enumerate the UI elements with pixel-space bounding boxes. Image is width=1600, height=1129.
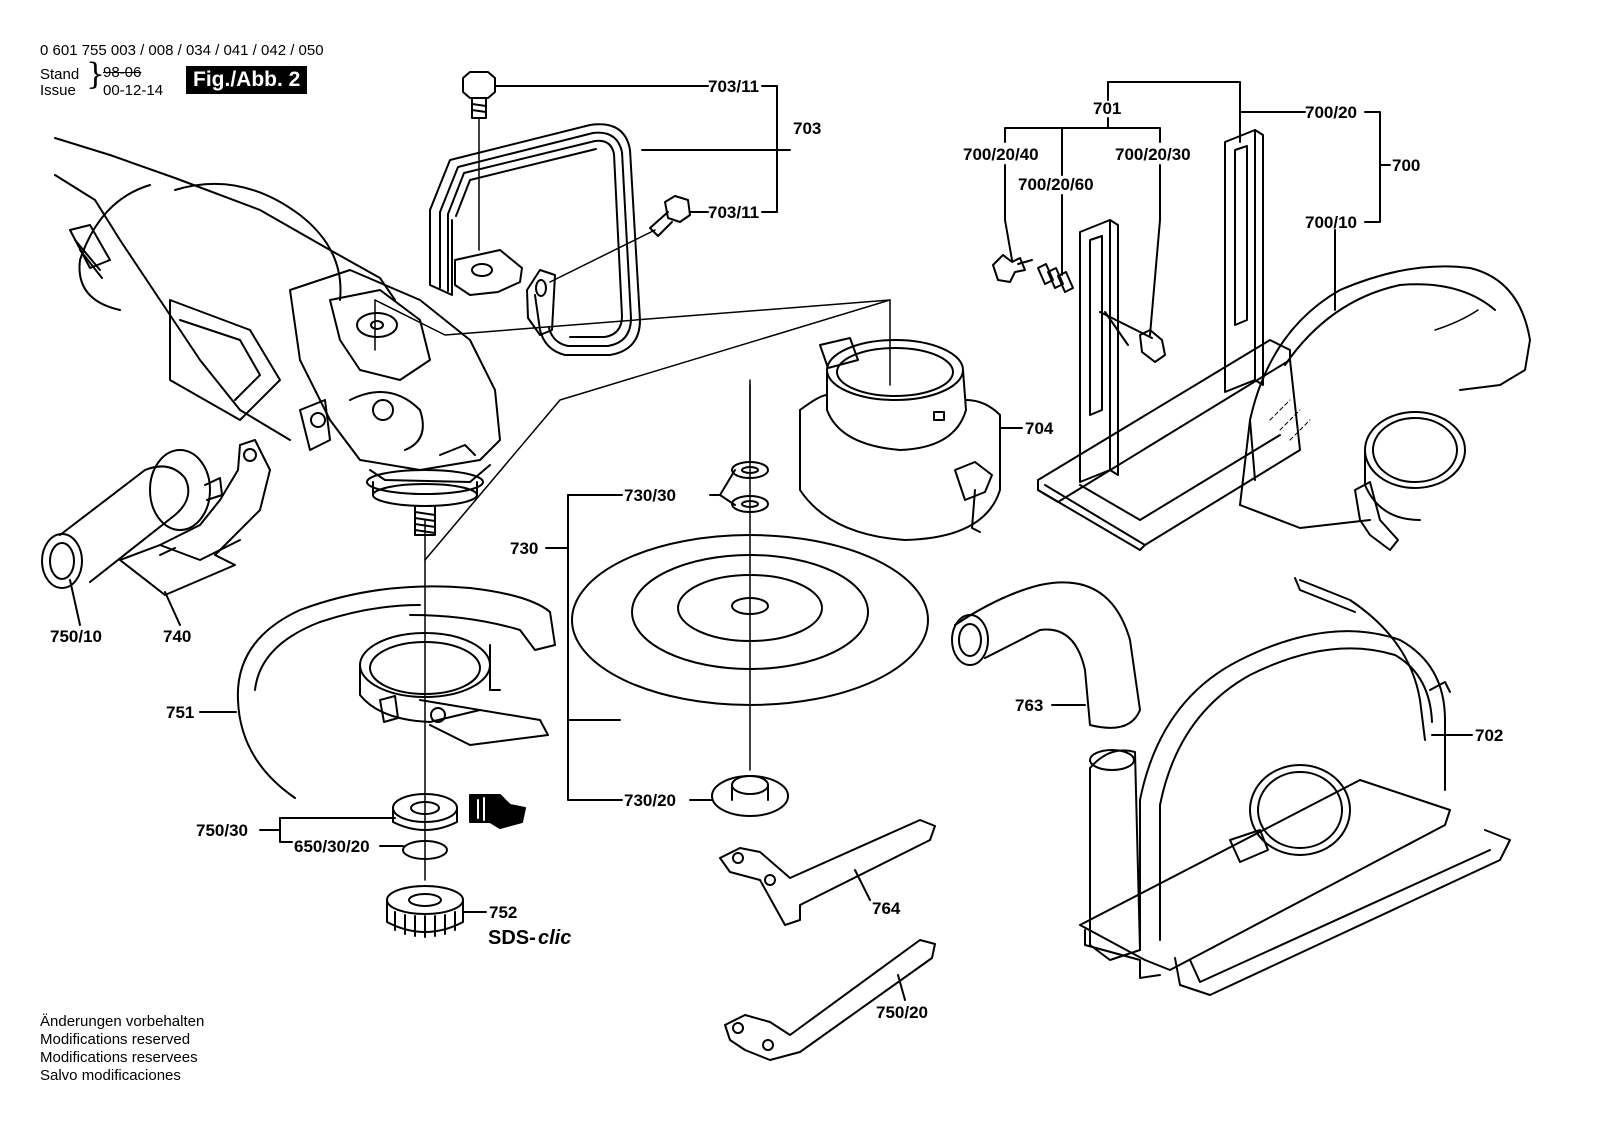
- callout-700-20: 700/20: [1305, 103, 1357, 122]
- figure-label: Fig./Abb. 2: [186, 66, 308, 94]
- callout-751: 751: [166, 703, 194, 722]
- callout-703: 703: [793, 119, 821, 138]
- footer-note-en: Modifications reserved: [40, 1031, 191, 1048]
- bolt-top-illustration: [462, 71, 496, 251]
- callout-700: 700: [1392, 156, 1420, 175]
- callout-700-20-30: 700/20/30: [1115, 145, 1191, 164]
- callout-750-10: 750/10: [50, 627, 102, 646]
- callout-764: 764: [872, 899, 901, 918]
- callout-703-11-top: 703/11: [708, 77, 759, 96]
- callout-750-20: 750/20: [876, 1003, 928, 1022]
- footer-note-de: Änderungen vorbehalten: [40, 1013, 205, 1030]
- flange-and-nut-illustration: [386, 519, 526, 938]
- callout-700-20-60: 700/20/60: [1018, 175, 1094, 194]
- callout-701: 701: [1093, 99, 1121, 118]
- callout-752: 752: [489, 903, 517, 922]
- stand-label: Stand: [40, 66, 80, 83]
- callout-650-30-20: 650/30/20: [294, 837, 370, 856]
- construction-line-top: [374, 299, 891, 336]
- issue-label: Issue: [40, 82, 76, 99]
- callout-700-20-40: 700/20/40: [963, 145, 1039, 164]
- issue-date: 00-12-14: [103, 82, 164, 99]
- footer-notes: Änderungen vorbehalten Modifications res…: [40, 1013, 204, 1085]
- sds-brand-text: SDS-: [488, 927, 536, 949]
- callout-730: 730: [510, 539, 538, 558]
- suction-hose-illustration: [951, 581, 1141, 729]
- callout-labels: 703/11 703 703/11 701 700/20 700 700/20/…: [50, 77, 1503, 1022]
- callout-leaders: [69, 81, 1473, 1001]
- stand-date: 98-06: [103, 64, 142, 81]
- spanner-750-20-illustration: [724, 939, 936, 1061]
- callout-702: 702: [1475, 726, 1503, 745]
- callout-703-11-bottom: 703/11: [708, 203, 759, 222]
- callout-750-30: 750/30: [196, 821, 248, 840]
- cutting-guard-top-illustration: [1239, 265, 1531, 551]
- callout-704: 704: [1025, 419, 1054, 438]
- callout-740: 740: [163, 627, 191, 646]
- brace-symbol: }: [86, 57, 106, 92]
- guide-fence-illustration: [992, 129, 1301, 551]
- footer-note-fr: Modifications reservees: [40, 1049, 198, 1066]
- angle-grinder-illustration: [54, 137, 501, 536]
- construction-line-diagonal: [424, 299, 891, 561]
- wheel-guard-751-illustration: [236, 585, 556, 799]
- clic-brand-text: clic: [538, 927, 571, 949]
- part-numbers: 0 601 755 003 / 008 / 034 / 041 / 042 / …: [40, 42, 324, 59]
- callout-730-20: 730/20: [624, 791, 676, 810]
- callout-700-10: 700/10: [1305, 213, 1357, 232]
- bolt-side-illustration: [549, 195, 691, 283]
- callout-730-30: 730/30: [624, 486, 676, 505]
- callout-763: 763: [1015, 696, 1043, 715]
- side-handle-illustration: [41, 439, 271, 596]
- bracket-703-illustration: [429, 123, 641, 356]
- footer-note-es: Salvo modificaciones: [40, 1067, 181, 1084]
- cutting-guard-702-illustration: [1079, 577, 1511, 996]
- spanner-764-illustration: [719, 819, 936, 926]
- extraction-hood-704-illustration: [799, 337, 1001, 541]
